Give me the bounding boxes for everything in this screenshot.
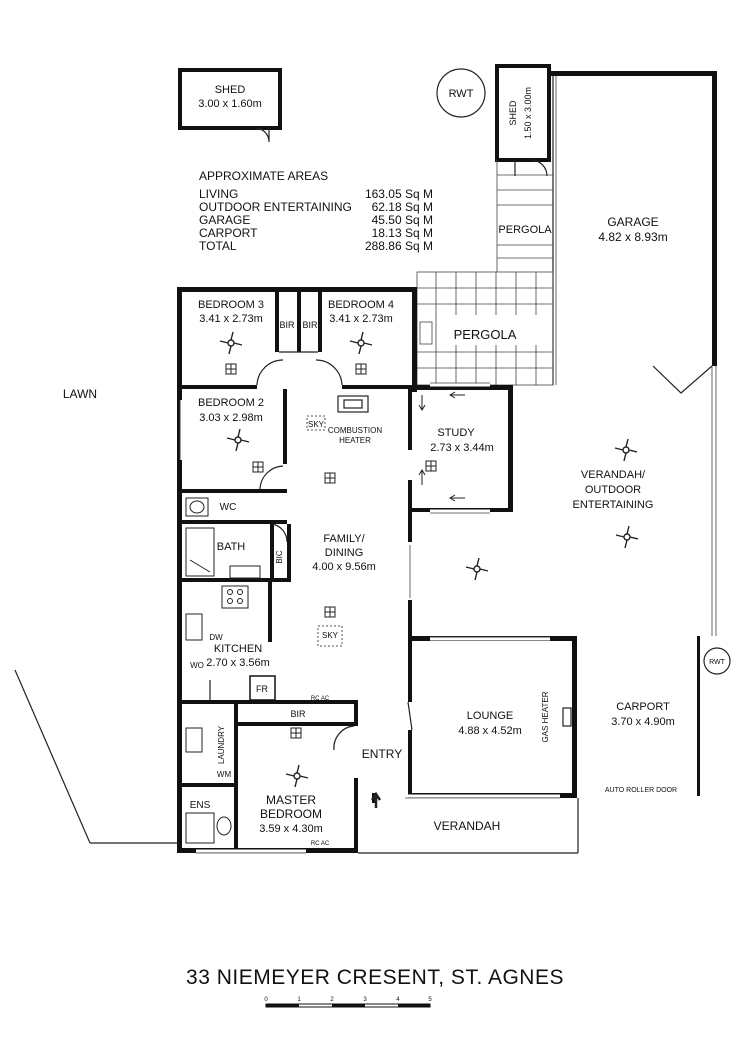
svg-text:DINING: DINING (325, 547, 364, 559)
svg-text:SHED: SHED (508, 100, 518, 126)
svg-text:TOTAL: TOTAL (199, 239, 237, 253)
room-labels: BEDROOM 3 3.41 x 2.73m BEDROOM 4 3.41 x … (190, 299, 731, 847)
svg-text:BATH: BATH (217, 541, 246, 553)
svg-text:BIR: BIR (279, 320, 295, 330)
fan-icon (614, 438, 638, 462)
svg-text:FR: FR (256, 684, 268, 694)
svg-text:GARAGE: GARAGE (199, 213, 250, 227)
svg-text:VERANDAH/: VERANDAH/ (581, 469, 646, 481)
svg-text:3.70 x 4.90m: 3.70 x 4.90m (611, 716, 675, 728)
svg-text:LAWN: LAWN (63, 387, 97, 401)
pergola-small: PERGOLA (496, 160, 553, 272)
ceiling-fan-icons (219, 331, 639, 788)
verandah-bottom: VERANDAH (358, 798, 579, 854)
svg-text:LIVING: LIVING (199, 187, 238, 201)
svg-text:PERGOLA: PERGOLA (498, 224, 552, 236)
svg-text:DW: DW (209, 633, 223, 642)
lawn-boundary: LAWN (14, 387, 177, 844)
svg-text:COMBUSTION: COMBUSTION (328, 426, 382, 435)
svg-text:LOUNGE: LOUNGE (467, 710, 513, 722)
svg-text:0: 0 (264, 997, 268, 1003)
svg-text:GAS HEATER: GAS HEATER (541, 691, 550, 742)
svg-text:3.41 x 2.73m: 3.41 x 2.73m (329, 313, 393, 325)
svg-text:BEDROOM 4: BEDROOM 4 (328, 299, 394, 311)
svg-text:VERANDAH: VERANDAH (434, 819, 501, 833)
door-swings (209, 359, 413, 751)
fan-icon (615, 525, 639, 549)
svg-text:1.50 x 3.00m: 1.50 x 3.00m (523, 87, 533, 139)
svg-text:SKY: SKY (308, 420, 325, 429)
svg-text:2.73 x 3.44m: 2.73 x 3.44m (430, 442, 494, 454)
shed1-name: SHED (215, 84, 246, 96)
svg-text:3.41 x 2.73m: 3.41 x 2.73m (199, 313, 263, 325)
svg-text:2: 2 (330, 997, 334, 1003)
pergola-large: PERGOLA (416, 271, 554, 386)
svg-text:WM: WM (217, 770, 232, 779)
svg-text:SKY: SKY (322, 631, 339, 640)
svg-text:4.00 x 9.56m: 4.00 x 9.56m (312, 561, 376, 573)
svg-text:4.82 x 8.93m: 4.82 x 8.93m (598, 230, 667, 244)
svg-text:3.03 x 2.98m: 3.03 x 2.98m (199, 412, 263, 424)
svg-text:BEDROOM: BEDROOM (260, 807, 322, 821)
svg-text:CARPORT: CARPORT (199, 226, 258, 240)
fan-icon (285, 764, 309, 788)
svg-text:GARAGE: GARAGE (607, 215, 658, 229)
house-walls (177, 287, 700, 853)
areas-heading: APPROXIMATE AREAS (199, 169, 328, 183)
svg-text:OUTDOOR ENTERTAINING: OUTDOOR ENTERTAINING (199, 200, 352, 214)
svg-text:WC: WC (220, 502, 237, 513)
garage: GARAGE 4.82 x 8.93m (549, 71, 717, 394)
svg-text:BEDROOM 3: BEDROOM 3 (198, 299, 264, 311)
svg-text:RWT: RWT (449, 88, 474, 100)
svg-text:1: 1 (297, 997, 301, 1003)
property-address-title: 33 NIEMEYER CRESENT, ST. AGNES (186, 966, 564, 989)
shed-right: SHED 1.50 x 3.00m (495, 64, 551, 177)
svg-text:2.70 x 3.56m: 2.70 x 3.56m (206, 657, 270, 669)
svg-text:CARPORT: CARPORT (616, 701, 670, 713)
svg-text:BEDROOM 2: BEDROOM 2 (198, 397, 264, 409)
svg-text:OUTDOOR: OUTDOOR (585, 484, 641, 496)
svg-text:KITCHEN: KITCHEN (214, 643, 262, 655)
light-fixture-icons (225, 363, 437, 739)
svg-text:AUTO ROLLER DOOR: AUTO ROLLER DOOR (605, 787, 677, 794)
fan-icon (226, 428, 250, 452)
svg-text:ENTRY: ENTRY (362, 747, 402, 761)
svg-text:BIR: BIR (302, 320, 318, 330)
svg-text:288.86 Sq M: 288.86 Sq M (365, 239, 433, 253)
scale-bar: 0 1 2 3 4 5 (264, 997, 432, 1008)
fan-icon (465, 557, 489, 581)
svg-text:PERGOLA: PERGOLA (454, 327, 517, 342)
rwt-tank: RWT (436, 68, 486, 118)
fixtures (185, 391, 465, 844)
svg-text:MASTER: MASTER (266, 793, 316, 807)
fan-icon (219, 331, 243, 355)
svg-text:4: 4 (396, 997, 400, 1003)
svg-text:163.05 Sq M: 163.05 Sq M (365, 187, 433, 201)
svg-text:HEATER: HEATER (339, 436, 371, 445)
svg-text:18.13 Sq M: 18.13 Sq M (372, 226, 433, 240)
svg-text:3.59 x 4.30m: 3.59 x 4.30m (259, 823, 323, 835)
svg-text:BIR: BIR (290, 709, 306, 719)
shed1-dim: 3.00 x 1.60m (198, 98, 262, 110)
fan-icon (349, 331, 373, 355)
windows (196, 382, 560, 854)
svg-text:WO: WO (190, 661, 204, 670)
svg-text:ENTERTAINING: ENTERTAINING (573, 499, 654, 511)
svg-text:4.88 x 4.52m: 4.88 x 4.52m (458, 725, 522, 737)
svg-text:BIC: BIC (275, 550, 284, 564)
svg-text:RC AC: RC AC (311, 841, 330, 847)
svg-text:5: 5 (428, 997, 432, 1003)
svg-text:RWT: RWT (709, 659, 726, 666)
svg-text:LAUNDRY: LAUNDRY (217, 725, 226, 764)
svg-text:45.50 Sq M: 45.50 Sq M (372, 213, 433, 227)
shed-top-left: SHED 3.00 x 1.60m (178, 68, 282, 143)
svg-text:3: 3 (363, 997, 367, 1003)
svg-text:62.18 Sq M: 62.18 Sq M (372, 200, 433, 214)
svg-text:STUDY: STUDY (437, 427, 475, 439)
areas-table: APPROXIMATE AREAS LIVING 163.05 Sq M OUT… (199, 169, 433, 253)
svg-text:RC AC: RC AC (311, 696, 330, 702)
svg-text:ENS: ENS (190, 800, 211, 811)
svg-text:FAMILY/: FAMILY/ (323, 533, 365, 545)
